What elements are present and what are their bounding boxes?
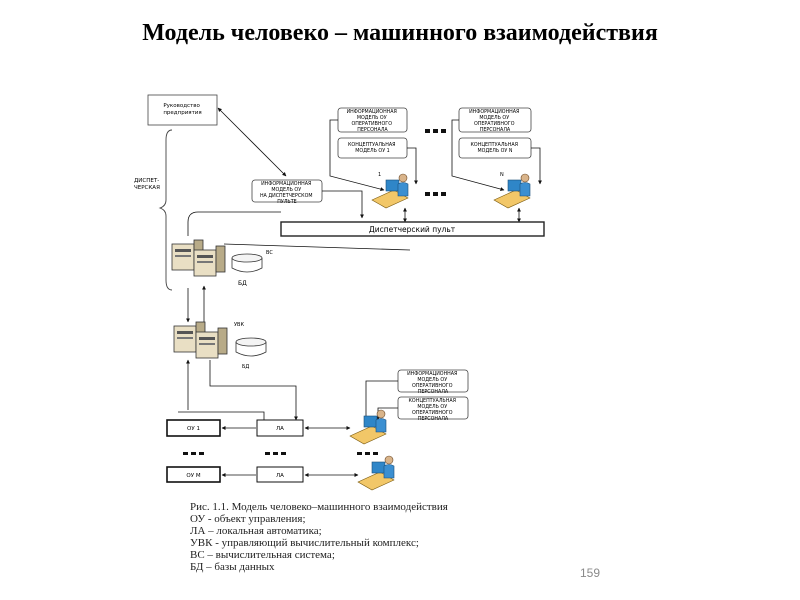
dispatch-side-label: ДИСПЕТ- ЧЕРСКАЯ xyxy=(134,178,161,191)
svg-text:ОУ 1: ОУ 1 xyxy=(187,426,200,432)
uvk-server-b xyxy=(195,327,228,359)
concept-model-local-box: КОНЦЕПТУАЛЬНАЯ МОДЕЛЬ ОУ ОПЕРАТИВНОГО ПЕ… xyxy=(397,396,469,422)
slide-title: Модель человеко – машинного взаимодейств… xyxy=(142,20,658,46)
caption-line-2: ОУ - объект управления; xyxy=(190,513,306,525)
caption-line-6: БД – базы данных xyxy=(190,561,275,573)
management-link xyxy=(217,107,287,177)
info-model-1-box: ИНФОРМАЦИОННАЯ МОДЕЛЬ ОУ ОПЕРАТИВНОГО ПЕ… xyxy=(337,107,408,133)
vs-panel-line-2 xyxy=(223,243,411,251)
ellipsis-top xyxy=(425,129,446,133)
svg-text:ИНФОРМАЦИОННАЯ МОДЕЛЬ ОУ: ИНФОРМАЦИОННАЯ МОДЕЛЬ ОУ ОПЕРАТИВНОГО ПЕ… xyxy=(469,109,521,133)
svg-text:ЛА: ЛА xyxy=(276,473,284,479)
svg-text:ОУ М: ОУ М xyxy=(186,473,200,479)
svg-text:КОНЦЕПТУАЛЬНАЯ МОДЕЛЬ ОУ: КОНЦЕПТУАЛЬНАЯ МОДЕЛЬ ОУ N xyxy=(471,142,520,154)
caption-line-3: ЛА – локальная автоматика; xyxy=(190,525,322,537)
la1-box: ЛА xyxy=(256,419,304,437)
dispatcher-panel-label: Диспетчерский пульт xyxy=(369,225,456,234)
oum-box: ОУ М xyxy=(166,466,221,483)
operator-1-icon xyxy=(371,173,409,209)
panel-model-connector xyxy=(322,190,364,219)
dispatcher-panel-box: Диспетчерский пульт xyxy=(280,221,545,237)
db1-icon xyxy=(231,253,263,273)
db2-label: БД xyxy=(242,364,249,370)
operator-1-index: 1 xyxy=(378,172,381,178)
svg-text:ЛА: ЛА xyxy=(276,426,284,432)
concept-model-1-box: КОНЦЕПТУАЛЬНАЯ МОДЕЛЬ ОУ 1 xyxy=(337,137,408,159)
uvk-label: УВК xyxy=(234,322,244,328)
local-operator-m-icon xyxy=(357,455,395,491)
local-info-connector xyxy=(364,380,398,421)
db2-icon xyxy=(235,337,267,357)
vs-label: ВС xyxy=(266,250,273,256)
concept-n-connector xyxy=(531,147,542,185)
vs-panel-line xyxy=(187,211,281,236)
model-1-connector xyxy=(329,119,385,192)
svg-text:ИНФОРМАЦИОННАЯ МОДЕЛЬ ОУ: ИНФОРМАЦИОННАЯ МОДЕЛЬ ОУ ОПЕРАТИВНОГО ПЕ… xyxy=(407,371,459,395)
local-operator-1-icon xyxy=(349,409,387,445)
management-label: Руководство предприятия xyxy=(163,103,201,116)
page-number: 159 xyxy=(580,566,601,580)
uvk-la-line-3 xyxy=(178,411,265,420)
vs-server-b xyxy=(193,245,226,277)
svg-text:ИНФОРМАЦИОННАЯ МОДЕЛЬ ОУ: ИНФОРМАЦИОННАЯ МОДЕЛЬ ОУ ОПЕРАТИВНОГО ПЕ… xyxy=(347,109,399,133)
svg-text:ИНФОРМАЦИОННАЯ МОДЕЛЬ ОУ: ИНФОРМАЦИОННАЯ МОДЕЛЬ ОУ НА ДИСПЕТЧЕРСКО… xyxy=(260,181,314,205)
model-n-connector xyxy=(451,119,505,191)
caption-line-4: УВК - управляющий вычислительный комплек… xyxy=(190,537,419,549)
info-model-n-box: ИНФОРМАЦИОННАЯ МОДЕЛЬ ОУ ОПЕРАТИВНОГО ПЕ… xyxy=(458,107,532,133)
svg-text:КОНЦЕПТУАЛЬНАЯ МОДЕЛЬ ОУ: КОНЦЕПТУАЛЬНАЯ МОДЕЛЬ ОУ ОПЕРАТИВНОГО ПЕ… xyxy=(409,398,458,422)
concept-1-connector xyxy=(407,147,418,185)
la2-box: ЛА xyxy=(256,466,304,483)
info-model-panel-box: ИНФОРМАЦИОННАЯ МОДЕЛЬ ОУ НА ДИСПЕТЧЕРСКО… xyxy=(251,179,323,205)
dispatch-brace xyxy=(158,129,173,291)
concept-model-n-box: КОНЦЕПТУАЛЬНАЯ МОДЕЛЬ ОУ N xyxy=(458,137,532,159)
operator-n-icon xyxy=(493,173,531,209)
db1-label: БД xyxy=(238,280,247,287)
management-box: Руководство предприятия xyxy=(147,94,218,126)
ellipsis-bottom xyxy=(183,452,378,455)
caption-line-1: Рис. 1.1. Модель человеко–машинного взаи… xyxy=(190,501,448,513)
info-model-local-box: ИНФОРМАЦИОННАЯ МОДЕЛЬ ОУ ОПЕРАТИВНОГО ПЕ… xyxy=(397,369,469,395)
caption-line-5: ВС – вычислительная система; xyxy=(190,549,335,561)
ou1-box: ОУ 1 xyxy=(166,419,221,437)
operator-n-index: N xyxy=(500,172,504,178)
uvk-la-line-2 xyxy=(209,360,298,421)
ellipsis-mid xyxy=(425,192,446,196)
figure-caption: Рис. 1.1. Модель человеко–машинного взаи… xyxy=(190,501,448,573)
svg-text:КОНЦЕПТУАЛЬНАЯ МОДЕЛЬ ОУ: КОНЦЕПТУАЛЬНАЯ МОДЕЛЬ ОУ 1 xyxy=(348,142,397,154)
